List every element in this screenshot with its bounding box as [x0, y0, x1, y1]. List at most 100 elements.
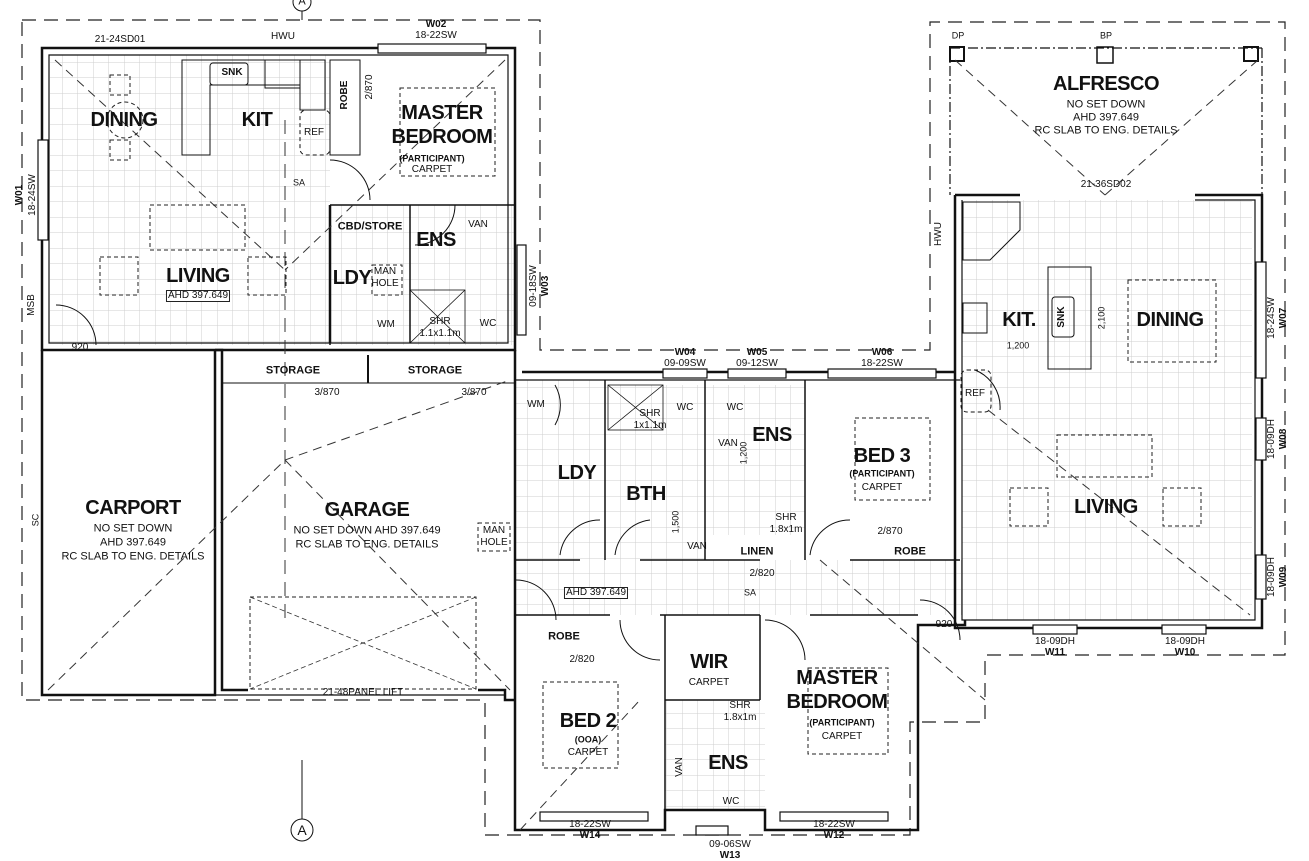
door-swings	[55, 159, 1001, 661]
section-marker-a-top: A	[298, 0, 306, 8]
alfresco-note-1: NO SET DOWN	[1066, 98, 1146, 111]
window-w04-size: 09-09SW	[664, 358, 706, 369]
door-storage-1: 3/870	[314, 387, 340, 398]
window-w10-id: W10	[1174, 647, 1196, 658]
room-floor-bed3: CARPET	[861, 482, 903, 493]
dim-2100: 2,100	[1096, 306, 1107, 330]
wc-ens-bottom: WC	[722, 796, 740, 807]
wm-mid: WM	[527, 399, 545, 410]
room-label-bed3: BED 3	[853, 445, 911, 467]
hwu-top: HWU	[271, 31, 295, 42]
level-tag-living-left: AHD 397.649	[165, 290, 231, 302]
room-label-robe-bed2: ROBE	[548, 630, 580, 643]
room-label-ens-bottom: ENS	[708, 752, 748, 774]
shower-top: SHR 1.1x1.1m	[419, 316, 461, 339]
window-w09-id: W09	[1278, 566, 1289, 588]
window-w13-id: W13	[719, 850, 741, 861]
window-w08-id: W08	[1278, 428, 1289, 450]
carport-note-2: AHD 397.649	[99, 536, 167, 549]
room-label-master-bedroom-bottom: MASTER BEDROOM	[786, 667, 888, 713]
door-920-living-right: 920	[935, 619, 953, 630]
door-sd02: 21-36SD02	[1080, 179, 1132, 190]
window-w01-id: W01	[14, 184, 25, 206]
window-w04-id: W04	[674, 347, 696, 358]
window-w01-size: 18-24SW	[27, 174, 38, 216]
window-w03-id: W03	[540, 275, 551, 297]
ref-right: REF	[965, 388, 985, 399]
wc-ens-mid: WC	[726, 402, 744, 413]
panel-lift-door-cross	[249, 596, 477, 690]
room-label-master-bedroom-top: MASTER BEDROOM	[391, 102, 493, 148]
hwu-right: HWU	[933, 222, 944, 246]
shower-ens-mid: SHR 1.8x1m	[769, 512, 803, 535]
window-w14-size: 18-22SW	[569, 819, 611, 830]
ref-left: REF	[304, 127, 324, 138]
sc-marker-carport: SC	[30, 513, 41, 527]
alfresco-note-2: AHD 397.649	[1072, 111, 1140, 124]
room-label-storage-1: STORAGE	[265, 364, 321, 377]
room-label-carport: CARPORT	[85, 497, 181, 519]
room-label-linen: LINEN	[740, 545, 774, 558]
room-label-bed2: BED 2	[559, 710, 617, 732]
room-sub-bed3: (PARTICIPANT)	[849, 468, 915, 479]
window-w09-size: 18-09DH	[1266, 556, 1277, 598]
dim-1200-kit: 1,200	[1006, 340, 1030, 351]
window-w07-size: 18-24SW	[1266, 297, 1277, 339]
garage-note-2: RC SLAB TO ENG. DETAILS	[295, 538, 439, 551]
kitchen-left-bench	[181, 59, 361, 156]
room-label-alfresco: ALFRESCO	[1053, 73, 1160, 95]
tile-grid-areas	[50, 55, 1252, 810]
windows	[37, 43, 1267, 836]
shower-bth: SHR 1x1.1m	[633, 408, 667, 431]
garage-note-1: NO SET DOWN AHD 397.649	[293, 524, 441, 537]
room-label-dining-right: DINING	[1136, 309, 1205, 331]
window-w06-size: 18-22SW	[861, 358, 903, 369]
window-w05-id: W05	[746, 347, 768, 358]
room-floor-master-top: CARPET	[411, 164, 453, 175]
room-label-wir: WIR	[690, 651, 728, 673]
room-label-kit-left: KIT	[241, 109, 273, 131]
door-robe-bed2: 2/820	[569, 654, 595, 665]
man-hole-top: MAN HOLE	[371, 266, 399, 289]
room-label-living-left: LIVING	[166, 265, 230, 287]
van-bth: VAN	[687, 541, 707, 552]
room-sub-master-bottom: (PARTICIPANT)	[809, 717, 875, 728]
room-floor-master-bottom: CARPET	[821, 731, 863, 742]
window-w13-size: 09-06SW	[709, 839, 751, 850]
dim-1200-ens: 1,200	[738, 441, 749, 465]
section-marker-a-bottom: A	[297, 822, 307, 838]
window-w03-size: 09-18SW	[528, 265, 539, 307]
door-robe-bed3: 2/870	[877, 526, 903, 537]
door-linen: 2/820	[749, 568, 775, 579]
room-label-ldy-mid: LDY	[557, 462, 597, 484]
room-sub-bed2: (OOA)	[574, 734, 602, 745]
window-w11-size: 18-09DH	[1034, 636, 1076, 647]
window-w11-id: W11	[1044, 647, 1066, 658]
roof-hip-lines	[47, 59, 1259, 831]
window-w02-id: W02	[425, 19, 447, 30]
window-w06-id: W06	[871, 347, 893, 358]
window-w07-id: W07	[1278, 307, 1289, 329]
room-label-garage: GARAGE	[324, 499, 410, 521]
window-w05-size: 09-12SW	[736, 358, 778, 369]
wc-top: WC	[479, 318, 497, 329]
door-storage-2: 3/870	[461, 387, 487, 398]
carport-note-3: RC SLAB TO ENG. DETAILS	[61, 550, 205, 563]
door-sd01: 21-24SD01	[94, 34, 146, 45]
msb-label: MSB	[26, 294, 37, 316]
window-w10-size: 18-09DH	[1164, 636, 1206, 647]
room-label-ldy-top: LDY	[332, 267, 372, 289]
room-floor-wir: CARPET	[688, 677, 730, 688]
room-label-living-right: LIVING	[1074, 496, 1138, 518]
room-label-bth: BTH	[626, 483, 666, 505]
wc-bth: WC	[676, 402, 694, 413]
room-floor-bed2: CARPET	[567, 747, 609, 758]
room-label-kit-right: KIT.	[1002, 309, 1036, 331]
room-label-cbd-store: CBD/STORE	[337, 220, 403, 233]
door-panel-lift: 21-48PANEL LIFT	[322, 687, 404, 698]
furniture	[99, 74, 1217, 769]
alfresco-outline	[949, 46, 1263, 195]
window-w12-id: W12	[823, 830, 845, 841]
room-label-ens-mid: ENS	[752, 424, 792, 446]
